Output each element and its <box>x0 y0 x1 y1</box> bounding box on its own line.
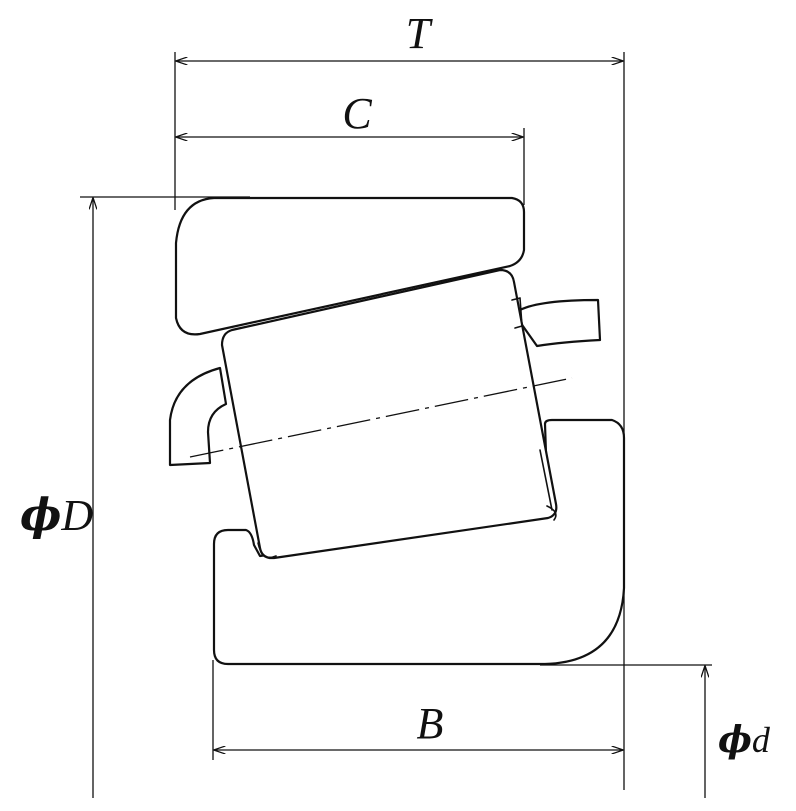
tapered-roller <box>220 268 558 560</box>
label-d-group: ϕd <box>718 719 771 761</box>
roller-fillet-right <box>546 505 557 521</box>
label-C: C <box>342 89 372 138</box>
outer-ring <box>174 196 526 336</box>
roller-axis-line <box>189 377 573 458</box>
phi-symbol-d: ϕ <box>718 719 752 761</box>
cage-left <box>168 366 228 467</box>
phi-symbol-D: ϕ <box>20 490 61 541</box>
label-D-group: ϕD <box>20 490 93 541</box>
roller-end-detail-lower <box>539 449 553 511</box>
roller-fillet-left <box>257 542 277 559</box>
roller-end-detail <box>511 297 523 329</box>
label-D: D <box>60 491 93 540</box>
label-d: d <box>752 720 771 760</box>
inner-ring <box>212 418 626 666</box>
label-T: T <box>406 9 434 58</box>
cage-right <box>518 298 602 348</box>
extension-lines <box>80 52 712 790</box>
label-B: B <box>417 699 444 748</box>
